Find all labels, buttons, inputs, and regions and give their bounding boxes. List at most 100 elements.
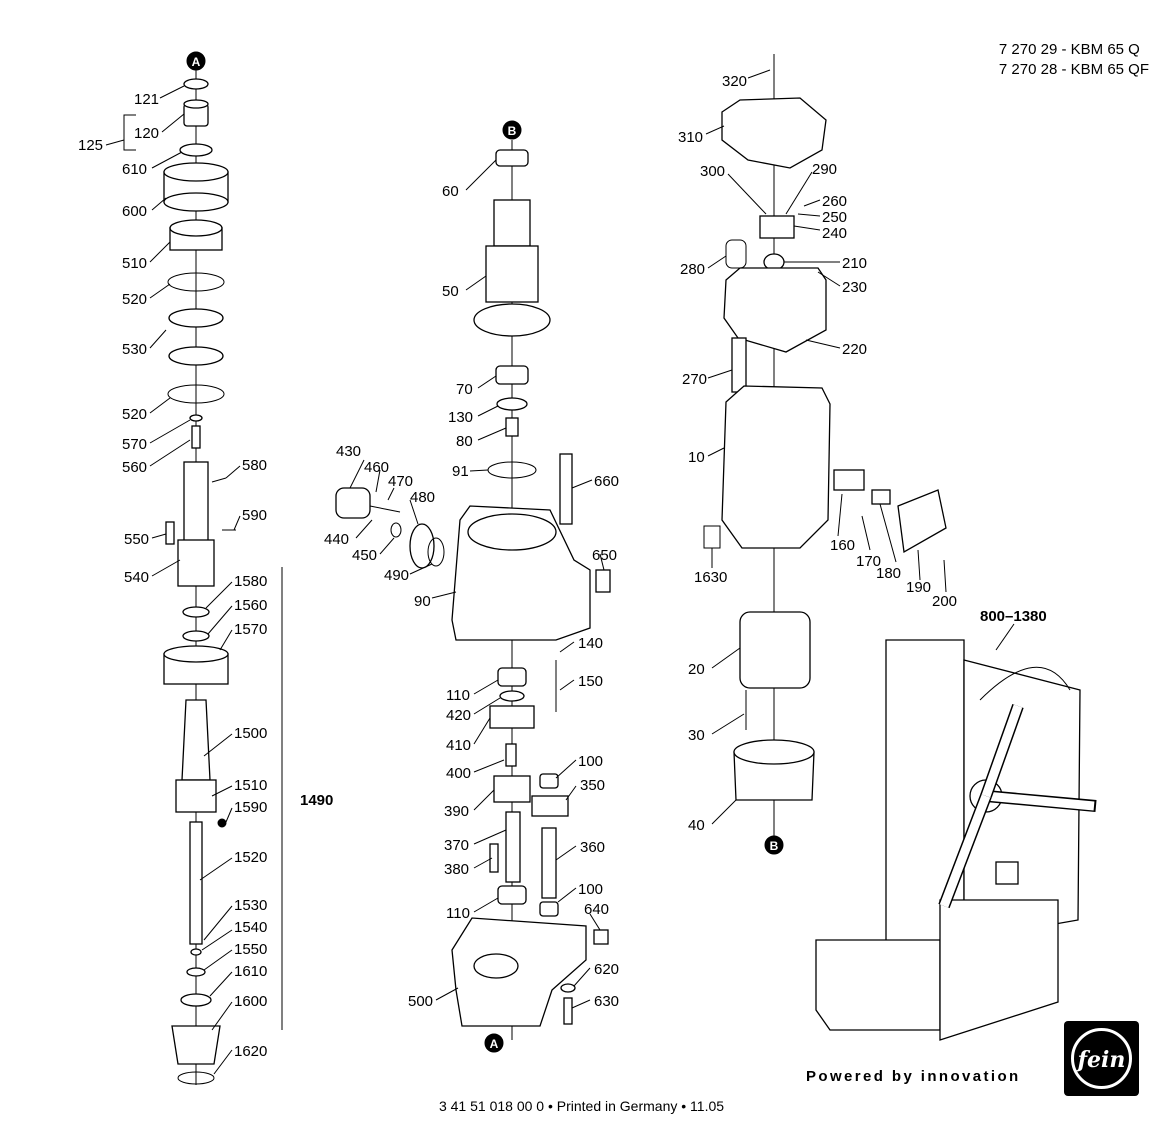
part-640-fitting [593,929,609,945]
callout-50: 50 [442,283,459,300]
callout-530: 530 [122,341,147,358]
callout-390: 390 [444,803,469,820]
callout-30: 30 [688,727,705,744]
part-1630-label [703,525,721,549]
part-240-switch [759,215,795,239]
gear-assembly: B A [335,120,611,1053]
callout-1490: 1490 [300,792,333,809]
part-560-pin [191,425,201,449]
part-610-ring [179,143,213,157]
marker-b-bottom-icon [764,835,784,855]
callout-400: 400 [446,765,471,782]
part-220-cap [723,267,827,353]
part-100-bearing-lower [539,901,559,917]
callout-660: 660 [594,473,619,490]
part-530-ring-b [168,346,224,366]
callout-1580: 1580 [234,573,267,590]
callout-370: 370 [444,837,469,854]
callout-180: 180 [876,565,901,582]
callout-1570: 1570 [234,621,267,638]
part-60-bearing [495,149,529,167]
callout-1500: 1500 [234,725,267,742]
callout-350: 350 [580,777,605,794]
callout-190: 190 [906,579,931,596]
callout-1600: 1600 [234,993,267,1010]
motor-housing-assembly: B [703,54,947,855]
marker-b-top-label: B [508,124,517,138]
callout-110-upper: 110 [446,687,470,704]
callout-360: 360 [580,839,605,856]
callout-20: 20 [688,661,705,678]
part-410-gear [489,705,535,729]
part-70-bearing [495,365,529,385]
part-190-cap [897,489,947,554]
callout-270: 270 [682,371,707,388]
callout-410: 410 [446,737,471,754]
callout-1520: 1520 [234,849,267,866]
callout-560: 560 [122,459,147,476]
fein-logo: fein [1064,1021,1139,1096]
callout-430: 430 [336,443,361,460]
part-20-field-coil [739,611,811,689]
drill-stand-assembly [815,639,1097,1041]
part-530-ring-a [168,308,224,328]
callout-210: 210 [842,255,867,272]
part-370-shaft [505,811,521,883]
callout-10: 10 [688,449,705,466]
callout-480: 480 [410,489,435,506]
part-1600-ring [180,993,212,1007]
callout-470: 470 [388,473,413,490]
part-630-screw [563,997,573,1025]
marker-b-bottom-label: B [770,839,779,853]
callout-450: 450 [352,547,377,564]
callout-290: 290 [812,161,837,178]
model-line-1: 7 270 29 - KBM 65 Q [998,41,1140,58]
callout-1550: 1550 [234,941,267,958]
callout-1530: 1530 [234,897,267,914]
callout-520-lower: 520 [122,406,147,423]
part-110-bearing-upper [497,667,527,687]
part-1590-ball [217,818,227,828]
callout-125: 125 [78,137,103,154]
callout-550: 550 [124,531,149,548]
callout-1590: 1590 [234,799,267,816]
part-1540-washer [190,948,202,956]
callout-800-1380: 800–1380 [980,608,1047,625]
leader-lines [149,69,1015,1075]
spindle-assembly: A [105,51,283,1085]
part-420-ring [499,690,525,702]
part-270-cable [731,337,747,393]
part-310-cover [721,97,827,169]
callout-570: 570 [122,436,147,453]
callout-510: 510 [122,255,147,272]
callout-620: 620 [594,961,619,978]
part-1620-chuck [171,1025,221,1065]
callout-460: 460 [364,459,389,476]
callout-1560: 1560 [234,597,267,614]
callout-490: 490 [384,567,409,584]
callout-540: 540 [124,569,149,586]
part-80-spring [505,417,519,437]
callout-80: 80 [456,433,473,450]
callout-100-lower: 100 [578,881,603,898]
callout-500: 500 [408,993,433,1010]
model-header: 7 270 29 - KBM 65 Q 7 270 28 - KBM 65 QF [999,40,1149,80]
part-430-knob [335,487,371,519]
part-160-brush-holder [833,469,865,491]
part-490-ring [427,537,445,567]
part-650-plug [595,569,611,593]
part-180-brush [871,489,891,505]
callout-1620: 1620 [234,1043,267,1060]
callout-230: 230 [842,279,867,296]
callout-1630: 1630 [694,569,727,586]
part-280-clamp [725,239,747,269]
callout-1610: 1610 [234,963,267,980]
callout-520-upper: 520 [122,291,147,308]
marker-a-bottom-icon [484,1033,504,1053]
callout-650: 650 [592,547,617,564]
callout-610: 610 [122,161,147,178]
callout-250: 250 [822,209,847,226]
part-580-screw [211,477,227,483]
part-1580-ring [182,606,210,618]
